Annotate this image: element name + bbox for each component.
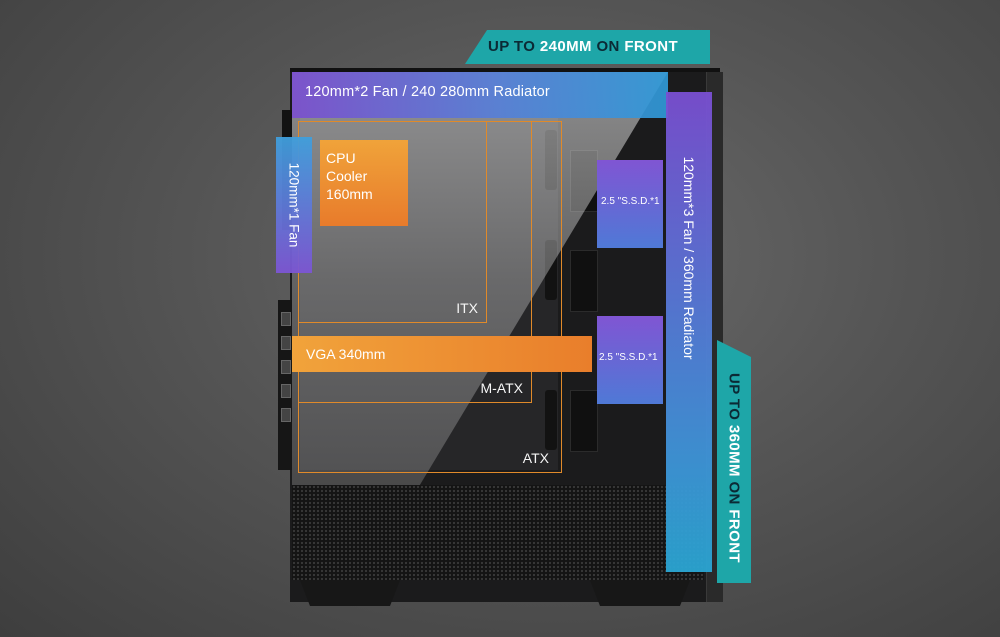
cpu-cooler-label: CPU Cooler 160mm	[326, 150, 373, 202]
pcie-slot-cover	[281, 384, 291, 398]
pcie-slot-cover	[281, 336, 291, 350]
ssd-mount-bottom: 2.5 "S.S.D.*1	[597, 316, 663, 404]
top-radiator-label: 120mm*2 Fan / 240 280mm Radiator	[305, 84, 550, 100]
rear-fan-bar	[276, 137, 312, 273]
case-foot-left	[300, 580, 400, 606]
top-radiator-bar	[292, 72, 668, 118]
front-radiator-banner	[717, 340, 751, 583]
side-banner-text: UP TO 360MM ON FRONT	[726, 373, 743, 563]
ssd-bottom-label: 2.5 "S.S.D.*1	[599, 352, 658, 363]
banner-on: ON	[591, 38, 625, 55]
banner-front: FRONT	[624, 38, 679, 55]
banner-up-to: UP TO	[725, 372, 743, 425]
top-radiator-banner	[465, 30, 710, 64]
ssd-top-label: 2.5 "S.S.D.*1	[601, 196, 660, 207]
top-banner-text: UP TO 240MM ON FRONT	[488, 38, 678, 55]
banner-size: 360MM	[725, 424, 743, 477]
case-foot-right	[590, 580, 690, 606]
front-radiator-bar	[666, 92, 712, 572]
pcie-slot-cover	[281, 312, 291, 326]
pcie-slot-cover	[281, 360, 291, 374]
psu-shroud-mesh	[292, 485, 704, 580]
drive-slot	[570, 390, 598, 452]
itx-label: ITX	[456, 300, 478, 316]
banner-front: FRONT	[725, 509, 743, 564]
ssd-mount-top: 2.5 "S.S.D.*1	[597, 160, 663, 248]
vga-length-bar	[292, 336, 592, 372]
drive-slot	[570, 250, 598, 312]
cpu-cooler-box	[320, 140, 408, 226]
cable-grommet	[545, 390, 557, 450]
matx-label: M-ATX	[480, 380, 523, 396]
banner-size: 240MM	[539, 38, 592, 55]
banner-up-to: UP TO	[488, 38, 540, 55]
pcie-slot-cover	[281, 408, 291, 422]
atx-outline: ATX	[298, 121, 562, 473]
vga-length-label: VGA 340mm	[306, 346, 386, 362]
atx-label: ATX	[522, 450, 549, 466]
banner-on: ON	[725, 476, 743, 510]
rear-fan-label: 120mm*1 Fan	[286, 162, 302, 248]
front-radiator-label: 120mm*3 Fan / 360mm Radiator	[681, 156, 697, 360]
